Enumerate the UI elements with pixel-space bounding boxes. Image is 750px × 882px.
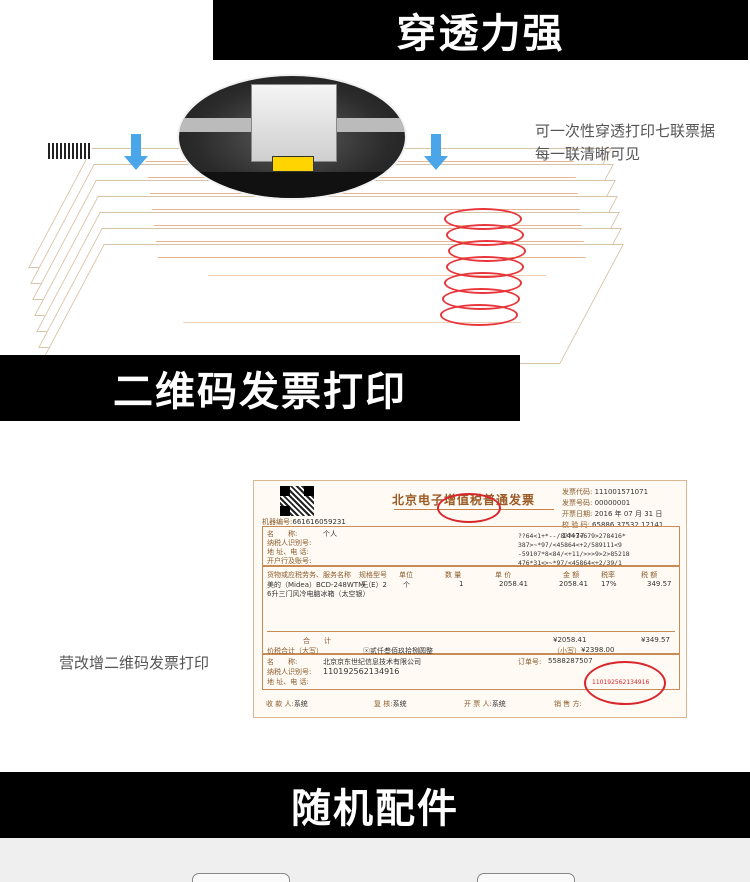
qr-code-icon (48, 143, 92, 159)
footer-seller: 销 售 方: (554, 700, 582, 708)
seller-id: 110192562134916 (323, 667, 400, 676)
down-arrow-icon (124, 134, 148, 170)
total-label: 合 计 (303, 637, 331, 645)
qr-invoice-caption: 营改增二维码发票打印 (59, 654, 210, 672)
item-name-line2: 6升三门风冷电脑冰箱（太空银） (267, 590, 370, 598)
grand-total-label: 价税合计（大写） (267, 647, 323, 655)
footer-issuer: 开 票 人:系统 (464, 700, 506, 708)
order-number: 5588287507 (548, 657, 593, 665)
total-amount: ¥2058.41 (553, 636, 587, 644)
footer-payee: 收 款 人:系统 (266, 700, 308, 708)
banner-penetration-title: 穿透力强 (396, 11, 565, 57)
footer-reviewer: 复 核:系统 (374, 700, 407, 708)
invoice-sample: 机器编号:661616059231 北京电子增值税普通发票 发票代码: 1110… (253, 480, 687, 718)
banner-accessories-title: 随机配件 (291, 786, 459, 832)
qr-code-icon (280, 486, 314, 516)
banner-accessories: 随机配件 (0, 772, 750, 838)
seller-section: 名 称: 北京京东世纪信息技术有限公司 纳税人识别号: 110192562134… (262, 654, 680, 690)
banner-qr-invoice-title: 二维码发票打印 (113, 369, 407, 415)
cipher-area: ??64<1+*--/8??+3<679>278416* 387>~*97/<4… (518, 532, 630, 567)
penetration-caption: 可一次性穿透打印七联票据 每一联清晰可见 (535, 120, 745, 166)
machine-number: 机器编号:661616059231 (262, 518, 346, 526)
caption-line: 每一联清晰可见 (535, 145, 641, 163)
buyer-name: 个人 (323, 530, 337, 538)
stacked-sheets-illustration (0, 60, 624, 364)
grand-total-words: ⓧ贰仟叁佰玖拾捌圆整 (363, 647, 433, 655)
tax-stamp-icon (437, 493, 501, 523)
banner-penetration: 穿透力强 (213, 0, 748, 60)
buyer-section: 名 称: 个人 纳税人识别号: 地 址、电 话: 开户行及账号: ??64<1+… (262, 526, 680, 567)
accessory-item (477, 873, 575, 882)
down-arrow-icon (424, 134, 448, 170)
seller-stamp-icon: 110192562134916 (584, 661, 666, 705)
invoice-meta: 发票代码: 111001571071 发票号码: 00000001 开票日期: … (562, 488, 664, 540)
banner-qr-invoice: 二维码发票打印 (0, 355, 520, 421)
total-tax: ¥349.57 (641, 636, 670, 644)
sheet (40, 244, 624, 364)
seller-name: 北京京东世纪信息技术有限公司 (323, 658, 421, 666)
accessory-item (192, 873, 290, 882)
item-name: 美的（Midea）BCD-248WTM（E）2 (267, 581, 387, 589)
accessories-strip (0, 838, 750, 882)
items-section: 货物或应税劳务、服务名称 规格型号 单位 数 量 单 价 金 额 税率 税 额 … (262, 566, 680, 655)
stamp-mark (440, 304, 518, 326)
grand-total-value: ¥2398.00 (581, 646, 615, 654)
caption-line: 可一次性穿透打印七联票据 (535, 122, 716, 140)
print-head-closeup (177, 74, 407, 200)
